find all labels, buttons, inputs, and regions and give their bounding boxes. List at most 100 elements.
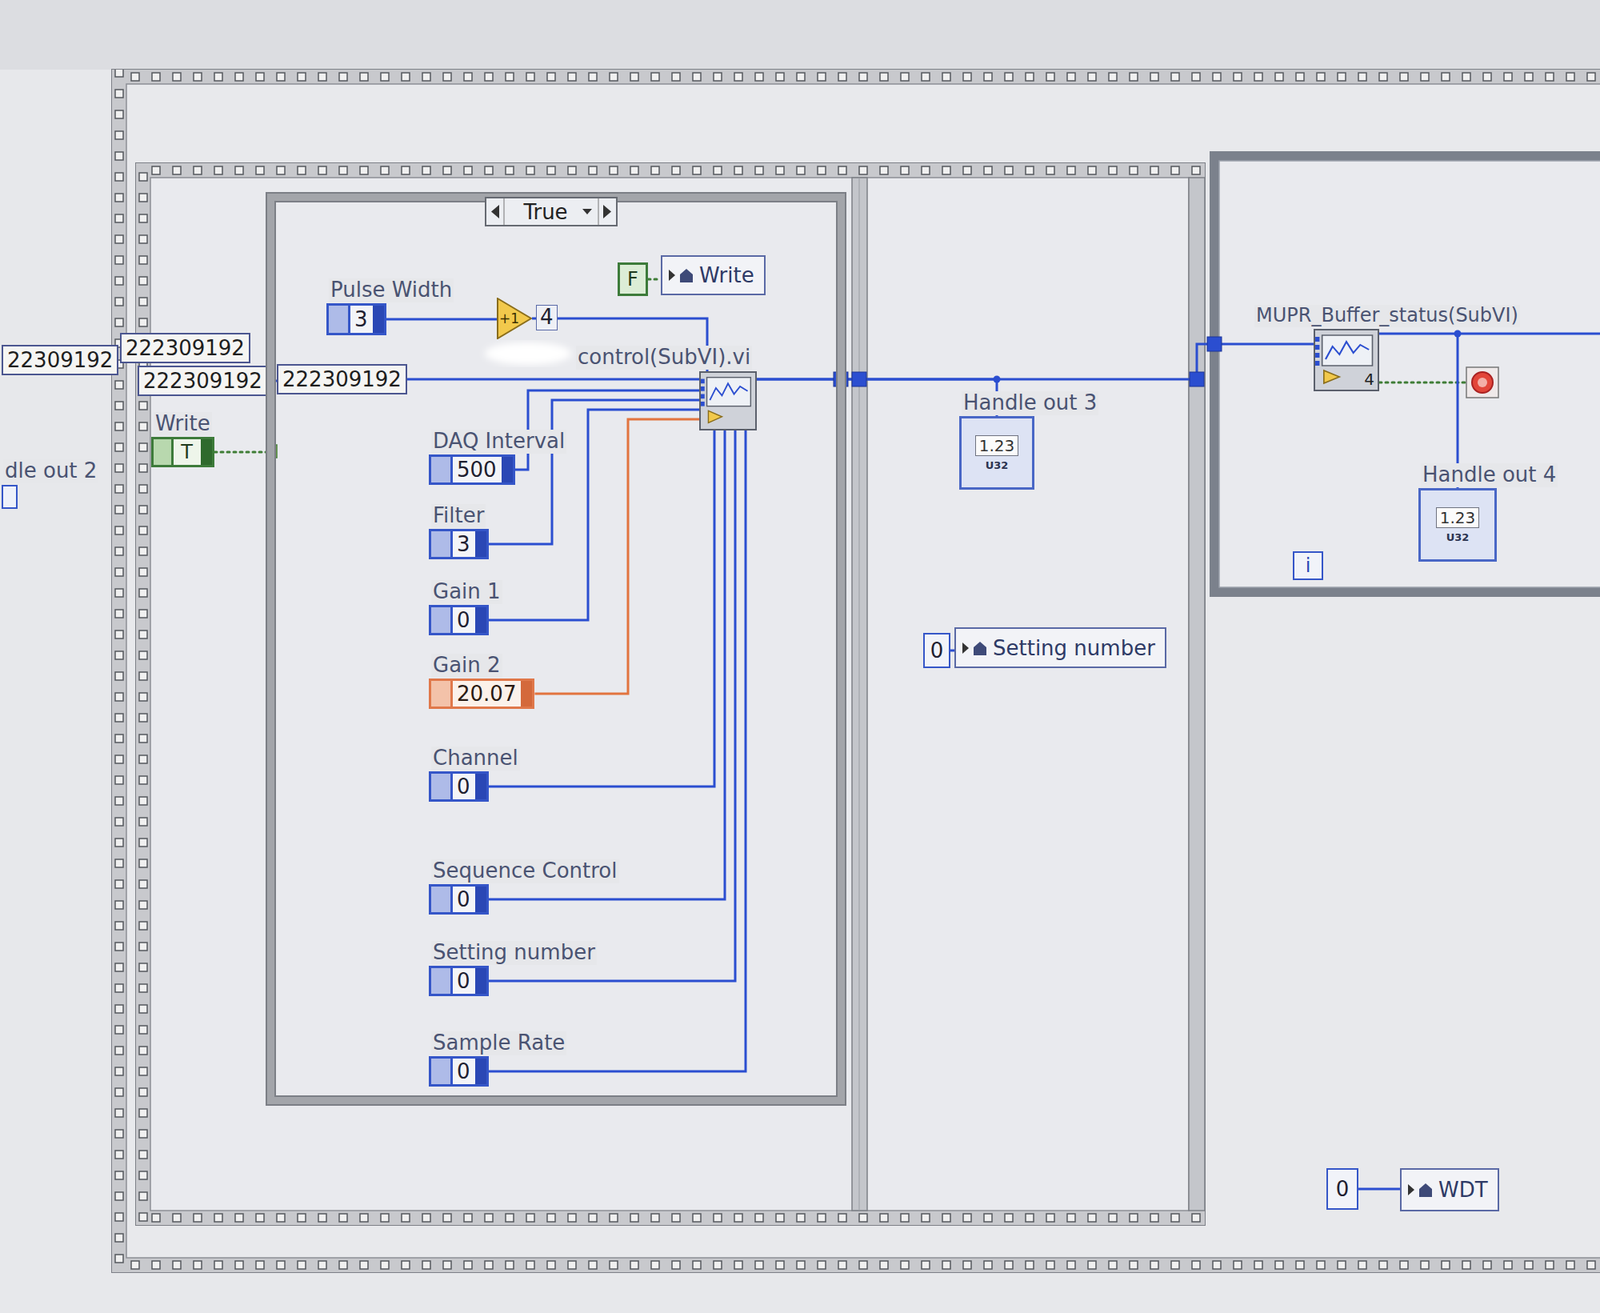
numeric-constant: Sequence Control0 [428, 884, 489, 915]
numeric-indicator: Handle out 31.23U32 [959, 416, 1035, 490]
increment-function: +1 [496, 297, 532, 340]
wire [1457, 332, 1600, 336]
constant-value: 0 [456, 968, 471, 993]
stop-button-symbol [1477, 377, 1488, 388]
constant-value: 0 [456, 1059, 471, 1084]
constant-value: T [180, 440, 193, 464]
local-variable-icon [959, 636, 990, 660]
constant-value: 500 [456, 457, 497, 482]
terminal-label: Gain 1 [431, 580, 503, 604]
variable-name: WDT [1438, 1177, 1488, 1202]
numeric-constant: Channel0 [428, 771, 489, 802]
wire [488, 400, 700, 544]
iteration-label: i [1305, 554, 1312, 577]
constant-value: 0 [456, 774, 471, 799]
terminal-count: 4 [1364, 369, 1375, 389]
numeric-constant: DAQ Interval500 [428, 454, 516, 485]
frame-inner-line [150, 177, 1189, 1211]
constant-value: 20.07 [456, 681, 516, 706]
tunnel [1189, 372, 1204, 387]
numeric-constant: Filter3 [428, 528, 489, 560]
wire [214, 451, 268, 454]
boolean-constant: F [617, 262, 648, 296]
frame-divider [852, 177, 868, 1211]
boolean-wire [1379, 381, 1467, 384]
terminal-label: Sequence Control [431, 859, 620, 884]
wire [488, 430, 746, 1072]
wire [488, 430, 725, 900]
subvi-icon [700, 372, 756, 429]
subvi-label: control(SubVI).vi [576, 345, 752, 370]
local-variable: WDT [1400, 1168, 1500, 1212]
wire [756, 379, 997, 416]
callout-number: 4 [536, 304, 558, 331]
while-loop-inner-line [1219, 160, 1600, 588]
subvi-label: MUPR_Buffer_status(SubVI) [1254, 304, 1520, 328]
data-type-label: U32 [985, 459, 1009, 472]
numeric-constant: 222309192 [276, 364, 408, 395]
wire [488, 430, 715, 787]
terminal-label: DAQ Interval [431, 429, 567, 454]
wire-junction [993, 376, 1001, 384]
numeric-constant: 22309192 [1, 344, 119, 376]
terminal-label: Sample Rate [431, 1031, 567, 1056]
numeric-constant: 222309192 [120, 332, 251, 364]
local-variable: Setting number [954, 627, 1167, 668]
subvi-node: MUPR_Buffer_status(SubVI)4 [1313, 328, 1380, 392]
terminal-label: Gain 2 [431, 653, 503, 678]
terminal-label: Pulse Width [328, 278, 454, 303]
numeric-constant: Setting number0 [428, 965, 489, 996]
numeric-indicator: Handle out 41.23U32 [1418, 488, 1497, 562]
wire [648, 278, 661, 281]
constant-value: 22309192 [7, 348, 113, 372]
wire [386, 318, 497, 321]
constant-value: 222309192 [143, 368, 263, 393]
frame-right-border [1188, 177, 1205, 1211]
wire [534, 419, 700, 694]
constant-value: 222309192 [282, 367, 402, 392]
terminal-label: Handle out 4 [1420, 463, 1558, 488]
boolean-constant: WriteT [151, 436, 215, 468]
white-blur [484, 342, 572, 365]
case-selector: True [484, 196, 618, 227]
constant-value: 0 [456, 608, 471, 632]
while-loop [1214, 156, 1600, 592]
terminal-label: Filter [431, 504, 486, 528]
film-strip [136, 1210, 1205, 1225]
ground-top [0, 0, 1600, 70]
case-selector-label: True [523, 200, 568, 224]
constant-value: 0 [456, 887, 471, 912]
wire [1358, 1188, 1400, 1191]
stop-terminal [1466, 367, 1499, 398]
variable-name: Write [699, 263, 755, 288]
subvi-node: control(SubVI).vi [699, 371, 757, 431]
iteration-terminal: i [1292, 551, 1324, 580]
numeric-constant: 0 [1326, 1168, 1359, 1210]
increment-label: +1 [496, 310, 520, 327]
film-strip [112, 69, 127, 1272]
terminal-label: Write [153, 412, 212, 436]
numeric-constant: 0 [923, 632, 951, 668]
indicator-value: 1.23 [1436, 507, 1480, 528]
tunnel [1207, 336, 1222, 352]
constant-value: 222309192 [125, 336, 245, 360]
numeric-constant: Gain 220.07 [428, 678, 535, 709]
numeric-constant: Sample Rate0 [428, 1056, 489, 1087]
numeric-constant: Gain 10 [428, 604, 489, 636]
wire [407, 378, 700, 381]
constant-value: 3 [354, 307, 368, 332]
terminal-label: Setting number [431, 940, 597, 965]
terminal-label: Channel [431, 746, 520, 771]
variable-name: Setting number [992, 636, 1156, 660]
stop-button-symbol [1472, 372, 1493, 393]
numeric-constant: 222309192 [137, 365, 268, 396]
film-strip [112, 1257, 1600, 1272]
local-variable: Write [660, 255, 766, 296]
local-variable-icon [665, 263, 696, 288]
tunnel [852, 372, 867, 387]
numeric-indicator: dle out 2 [1, 484, 18, 509]
terminal-label: Handle out 3 [961, 391, 1099, 416]
numeric-constant: Pulse Width3 [326, 303, 387, 336]
terminal-label: dle out 2 [3, 459, 99, 484]
